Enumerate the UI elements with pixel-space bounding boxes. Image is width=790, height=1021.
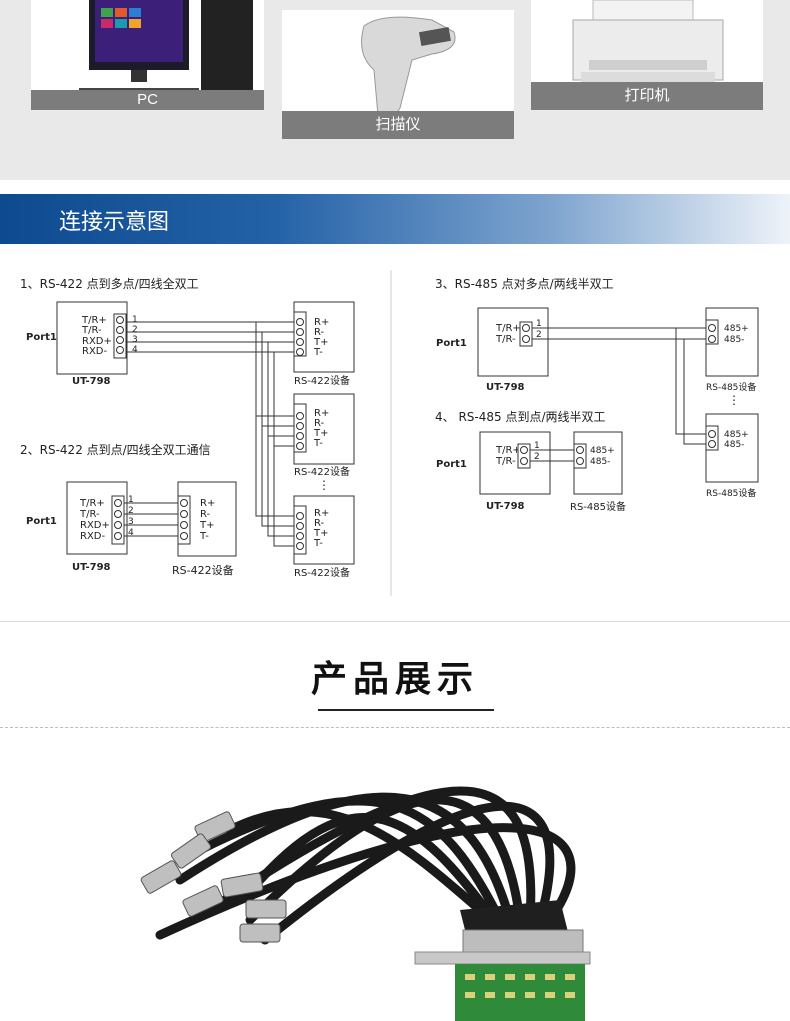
model-label: UT-798: [72, 562, 111, 573]
diagram-4: 4、 RS-485 点到点/两线半双工 Port1 T/R+ T/R- 1 2 …: [435, 410, 626, 513]
device-pin: 485+: [724, 430, 749, 440]
device-label: RS-485设备: [706, 381, 756, 393]
pin-label: T/R-: [495, 456, 516, 467]
diagram-3: 3、RS-485 点对多点/两线半双工 Port1 T/R+ T/R- 1 2 …: [435, 277, 759, 499]
wire-number: 3: [132, 335, 138, 345]
port-label: Port1: [436, 459, 467, 470]
device-pin: 485+: [590, 446, 615, 456]
device-pin: T+: [199, 520, 215, 531]
scanner-icon: [361, 16, 456, 119]
device-pin: R-: [314, 327, 325, 338]
product-title: 产品展示: [310, 659, 479, 700]
more-devices-dots: ⋮: [728, 393, 740, 407]
device-card-pc: PC: [31, 0, 264, 110]
pin-label: T/R-: [79, 509, 100, 520]
device-card-scanner: 扫描仪: [282, 10, 514, 139]
wire-number: 1: [536, 319, 542, 329]
device-pin: R+: [314, 317, 329, 328]
device-pin: T-: [199, 531, 209, 542]
model-label: UT-798: [486, 382, 525, 393]
device-pin: 485+: [724, 324, 749, 334]
model-label: UT-798: [72, 376, 111, 387]
device-label: RS-422设备: [172, 563, 234, 577]
pin-label: RXD+: [82, 336, 112, 347]
device-pin: R+: [200, 498, 215, 509]
diagram-caption: 1、RS-422 点到多点/四线全双工: [20, 276, 199, 291]
wire-number: 2: [534, 452, 540, 462]
device-pin: T-: [313, 538, 323, 549]
device-pin: 485-: [590, 457, 610, 467]
pin-label: T/R+: [79, 498, 105, 509]
wire-number: 4: [128, 528, 134, 538]
diagram-caption: 3、RS-485 点对多点/两线半双工: [435, 277, 614, 291]
wire-number: 2: [132, 325, 138, 335]
device-pin: T-: [313, 347, 323, 358]
port-label: Port1: [26, 332, 57, 343]
device-pin: 485-: [724, 335, 744, 345]
title-underline: [318, 709, 494, 711]
pin-label: T/R-: [495, 334, 516, 345]
cable-bundle: [155, 786, 576, 945]
pin-label: RXD+: [80, 520, 110, 531]
device-pin: T+: [313, 337, 329, 348]
connection-diagram: 1、RS-422 点到多点/四线全双工 Port1 T/R+ T/R- RXD+…: [20, 270, 759, 596]
device-label: RS-422设备: [294, 465, 350, 478]
device-pin: 485-: [724, 440, 744, 450]
pin-label: T/R+: [495, 323, 521, 334]
printer-icon: [572, 0, 724, 82]
dashed-divider: [0, 727, 790, 728]
device-pin: R-: [314, 518, 325, 529]
diagram-caption: 2、RS-422 点到点/四线全双工通信: [20, 442, 211, 457]
device-card-printer: 打印机: [531, 0, 763, 110]
device-caption: PC: [31, 90, 264, 110]
wire-number: 1: [534, 441, 540, 451]
diagram-1: 1、RS-422 点到多点/四线全双工 Port1 T/R+ T/R- RXD+…: [20, 276, 355, 579]
device-pin: R-: [314, 418, 325, 429]
section-divider: [0, 621, 790, 622]
pci-card: [414, 900, 591, 1021]
port-label: Port1: [436, 338, 467, 349]
wire-number: 2: [128, 506, 134, 516]
device-pin: R-: [200, 509, 211, 520]
device-pin: T+: [313, 428, 329, 439]
pin-label: T/R-: [81, 325, 102, 336]
device-pin: R+: [314, 408, 329, 419]
pin-label: RXD-: [82, 346, 107, 357]
pin-label: RXD-: [80, 531, 105, 542]
device-label: RS-422设备: [294, 566, 350, 579]
wire-number: 3: [128, 517, 134, 527]
device-caption: 扫描仪: [282, 111, 514, 139]
port-label: Port1: [26, 516, 57, 527]
device-pin: T+: [313, 528, 329, 539]
db9-connector-group: [140, 811, 287, 943]
wire-number: 2: [536, 330, 542, 340]
wire-number: 1: [132, 315, 138, 325]
section-title: 连接示意图: [59, 210, 170, 235]
device-label: RS-485设备: [706, 487, 756, 499]
pin-label: T/R+: [81, 315, 107, 326]
more-devices-dots: ⋮: [318, 478, 330, 492]
diagram-caption: 4、 RS-485 点到点/两线半双工: [435, 410, 606, 424]
device-label: RS-422设备: [294, 374, 350, 387]
device-pin: T-: [313, 438, 323, 449]
device-caption: 打印机: [531, 82, 763, 110]
diagram-2: 2、RS-422 点到点/四线全双工通信 Port1 T/R+ T/R- RXD…: [20, 442, 237, 577]
wire-number: 1: [128, 495, 134, 505]
model-label: UT-798: [486, 501, 525, 512]
section-header: 连接示意图: [0, 194, 790, 244]
device-label: RS-485设备: [570, 500, 626, 513]
wire-number: 4: [132, 345, 138, 355]
product-photo: [140, 786, 591, 1021]
device-band: PC 扫描仪 打印机: [0, 0, 790, 180]
device-pin: R+: [314, 508, 329, 519]
pin-label: T/R+: [495, 445, 521, 456]
